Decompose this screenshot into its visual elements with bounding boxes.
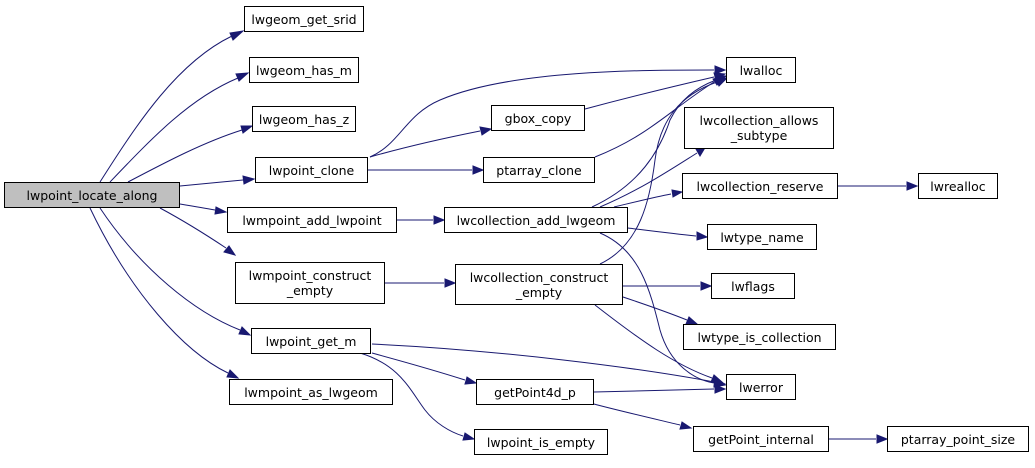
edge-arrow [229, 30, 245, 41]
edge-ptarray-clone-to-lwalloc [594, 81, 715, 158]
edge-arrow [671, 189, 684, 198]
edge-arrow [714, 384, 727, 394]
node-lwmpoint-construct-empty[interactable]: lwmpoint_construct _empty [235, 262, 385, 304]
node-lwflags[interactable]: lwflags [711, 273, 795, 299]
node-lwtype-is-collection[interactable]: lwtype_is_collection [683, 324, 836, 350]
edge-arrow [226, 369, 240, 379]
edge-arrow [685, 316, 699, 325]
edge-lwpoint-clone-to-lwalloc [369, 69, 715, 158]
edge-arrow [876, 434, 889, 444]
edge-arrow [214, 206, 228, 215]
edge-arrow [700, 281, 713, 291]
node-lwpoint-get-m[interactable]: lwpoint_get_m [251, 328, 371, 354]
node-ptarray-point-size[interactable]: ptarray_point_size [887, 426, 1029, 452]
edge-arrow [235, 72, 250, 82]
node-lwcollection-reserve[interactable]: lwcollection_reserve [682, 173, 838, 199]
edge-arrow [462, 432, 476, 441]
edge-collection-add-to-lwalloc [591, 79, 717, 208]
edge-arrow [238, 326, 252, 336]
edge-locate-along-to-add-lwpoint [179, 203, 216, 211]
edge-get-m-to-getpoint4d [371, 352, 466, 381]
edge-lwpoint-clone-to-gbox-copy [369, 130, 481, 158]
node-lwalloc[interactable]: lwalloc [726, 57, 796, 83]
edge-locate-along-to-lwpoint-clone [179, 179, 244, 187]
edge-collection-add-to-type-name [627, 227, 697, 237]
node-lwpoint-clone[interactable]: lwpoint_clone [255, 157, 368, 183]
node-lwcollection-add-lwgeom[interactable]: lwcollection_add_lwgeom [444, 207, 628, 233]
node-lwgeom-get-srid[interactable]: lwgeom_get_srid [244, 6, 364, 32]
edge-arrow [240, 125, 254, 134]
edge-collection-add-to-reserve [613, 193, 672, 208]
node-lwcollection-construct-empty[interactable]: lwcollection_construct _empty [455, 264, 623, 305]
edge-locate-along-to-get-srid [99, 35, 233, 183]
node-getpoint-internal[interactable]: getPoint_internal [693, 426, 829, 452]
node-lwerror[interactable]: lwerror [726, 374, 796, 400]
edge-getpoint4d-to-lwerror [593, 388, 715, 393]
edge-arrow [223, 245, 237, 256]
edge-gbox-copy-to-lwalloc [584, 76, 715, 110]
edge-locate-along-to-mpoint-construct-empty [159, 207, 227, 249]
edge-collection-construct-to-lwalloc [599, 81, 718, 265]
edge-arrow [433, 215, 446, 225]
edge-locate-along-to-as-lwgeom [89, 207, 229, 374]
edge-collection-add-to-lwerror [599, 232, 715, 384]
edge-collection-construct-to-lwerror [594, 304, 713, 379]
edge-arrow [679, 421, 693, 430]
edge-get-m-to-lwerror [371, 343, 715, 383]
node-lwgeom-has-m[interactable]: lwgeom_has_m [249, 57, 359, 83]
node-getpoint4d-p[interactable]: getPoint4d_p [476, 379, 594, 405]
edge-arrow [696, 231, 709, 241]
edge-arrow [242, 175, 256, 185]
edge-getpoint4d-to-getpoint-internal [589, 402, 681, 426]
edge-locate-along-to-has-z [127, 129, 243, 183]
node-lwrealloc[interactable]: lwrealloc [918, 173, 998, 199]
node-lwmpoint-add-lwpoint[interactable]: lwmpoint_add_lwpoint [227, 207, 397, 233]
node-lwcollection-allows-subtype[interactable]: lwcollection_allows _subtype [684, 107, 834, 149]
edge-collection-add-to-allows-subtype [599, 152, 698, 208]
edge-arrow [713, 378, 727, 387]
node-ptarray-clone[interactable]: ptarray_clone [483, 157, 595, 183]
edge-arrow [715, 77, 729, 87]
edge-arrow [714, 65, 727, 75]
edge-locate-along-to-has-m [109, 77, 239, 183]
edge-arrow [464, 376, 478, 385]
edge-arrow [472, 165, 485, 175]
edge-arrow [444, 278, 457, 288]
node-lwgeom-has-z[interactable]: lwgeom_has_z [252, 106, 356, 132]
edge-collection-construct-to-type-is-collection [619, 295, 688, 321]
node-gbox-copy[interactable]: gbox_copy [491, 105, 585, 131]
node-lwpoint-is-empty[interactable]: lwpoint_is_empty [474, 429, 608, 455]
node-lwtype-name[interactable]: lwtype_name [707, 224, 817, 250]
edge-get-m-to-is-empty [359, 352, 464, 437]
edge-locate-along-to-lwpoint-get-m [99, 207, 241, 331]
node-lwmpoint-as-lwgeom[interactable]: lwmpoint_as_lwgeom [229, 379, 393, 405]
edge-arrow [906, 181, 919, 191]
edge-arrow [479, 126, 493, 136]
node-lwpoint-locate-along[interactable]: lwpoint_locate_along [4, 182, 180, 208]
